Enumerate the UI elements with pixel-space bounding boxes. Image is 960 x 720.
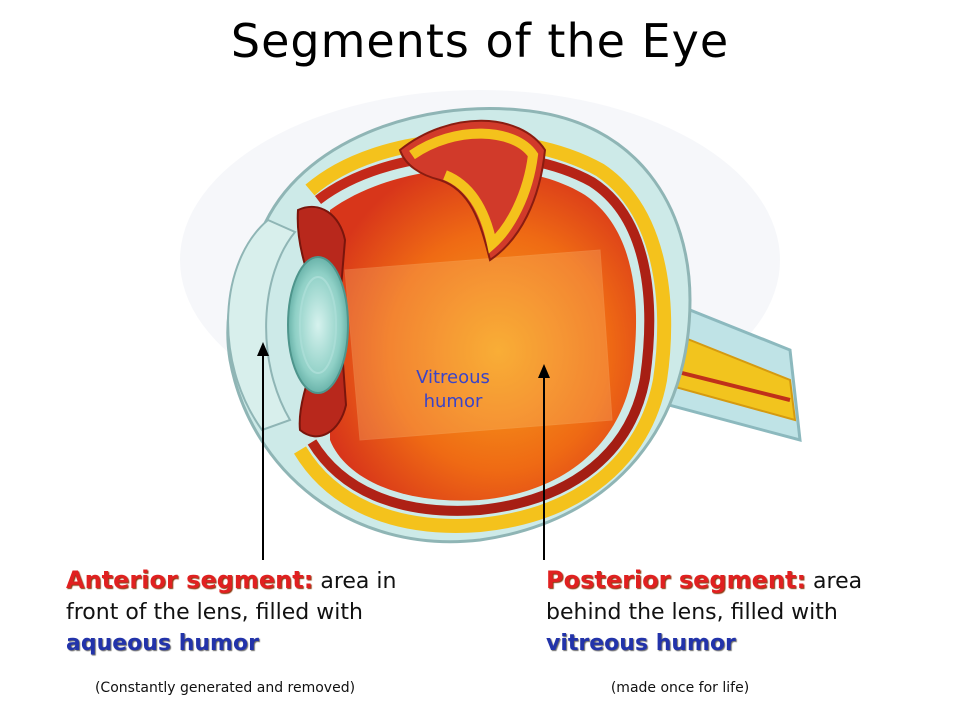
posterior-humor: vitreous humor	[546, 631, 736, 656]
anterior-note: (Constantly generated and removed)	[94, 680, 356, 696]
posterior-note: (made once for life)	[610, 680, 750, 696]
retina-flap-yellow	[409, 128, 539, 254]
lens	[287, 256, 349, 394]
posterior-desc-tail: area	[806, 569, 863, 594]
anterior-segment-caption: Anterior segment: area in front of the l…	[66, 565, 476, 659]
posterior-desc-line2: behind the lens, filled with	[546, 600, 838, 625]
posterior-segment-caption: Posterior segment: area behind the lens,…	[546, 565, 946, 659]
vitreous-highlight	[344, 249, 613, 441]
vitreous-humor-label: Vitreous humor	[388, 366, 518, 414]
anterior-arrow-head	[257, 342, 269, 356]
posterior-colon: :	[796, 566, 807, 594]
anterior-colon: :	[303, 566, 314, 594]
posterior-arrow-head	[538, 364, 550, 378]
anterior-desc-tail: area in	[313, 569, 397, 594]
cornea	[227, 218, 297, 432]
anterior-humor: aqueous humor	[66, 631, 259, 656]
vitreous-label-line1: Vitreous	[416, 367, 490, 388]
anterior-desc-line2: front of the lens, filled with	[66, 600, 363, 625]
anterior-heading: Anterior segment	[66, 566, 304, 594]
lens-inner	[299, 276, 337, 374]
vitreous-body	[330, 168, 637, 501]
vitreous-label-line2: humor	[423, 391, 483, 412]
page-title: Segments of the Eye	[230, 14, 730, 68]
posterior-heading: Posterior segment	[546, 566, 797, 594]
